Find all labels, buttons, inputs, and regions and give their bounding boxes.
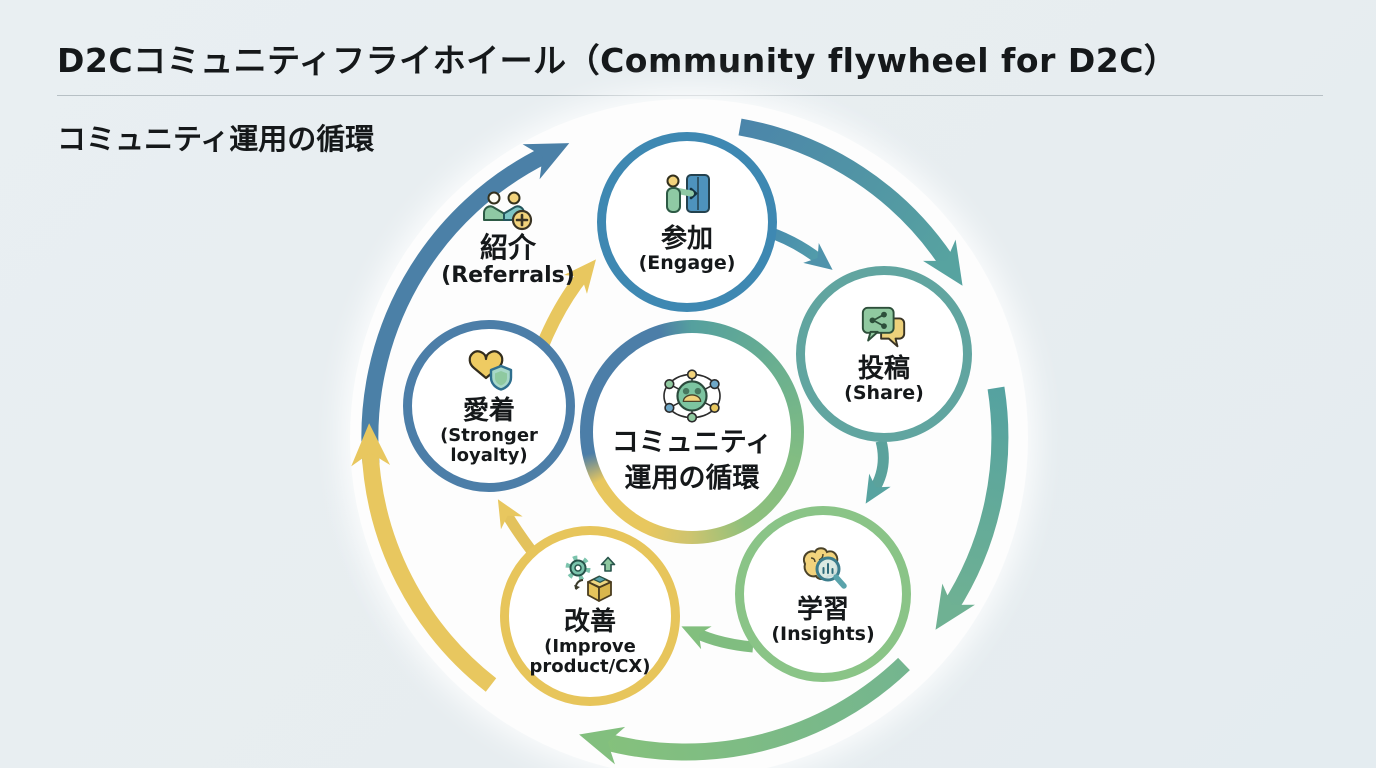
door-enter-icon [666, 173, 710, 213]
flywheel-center-ring: コミュニティ 運用の循環 [580, 320, 804, 544]
heart-shield-icon [468, 350, 513, 392]
node-improve: 改善 (Improve product/CX) [500, 526, 680, 706]
node-share-label-jp: 投稿 [857, 353, 910, 384]
diagram-subtitle: コミュニティ運用の循環 [57, 122, 375, 156]
node-share-label-en: (Share) [844, 382, 924, 405]
community-network-icon [663, 369, 721, 423]
node-loyalty-label-jp: 愛着 [462, 396, 515, 427]
node-engage-label-en: (Engage) [638, 252, 736, 275]
node-loyalty-label-en-line2: loyalty) [450, 444, 528, 466]
page-title: D2Cコミュニティフライホイール（Community flywheel for … [57, 41, 1178, 80]
flywheel-center: コミュニティ 運用の循環 [593, 333, 791, 531]
handshake-plus-icon [483, 191, 533, 231]
node-loyalty: 愛着 (Stronger loyalty) [403, 320, 575, 492]
node-engage: 参加 (Engage) [597, 132, 777, 312]
title-divider [57, 95, 1323, 96]
node-improve-label-jp: 改善 [563, 607, 616, 638]
node-improve-label-en-line2: product/CX) [529, 655, 651, 677]
node-share: 投稿 (Share) [796, 266, 972, 442]
center-label-line2: 運用の循環 [624, 463, 760, 494]
gear-box-icon [565, 555, 616, 603]
node-referrals-label-en: (Referrals) [441, 263, 575, 289]
share-bubbles-icon [861, 306, 906, 348]
brain-magnifier-icon [803, 546, 847, 589]
node-insights-label-en: (Insights) [771, 623, 875, 646]
node-improve-label-en-line1: (Improve [544, 635, 636, 657]
center-label-line1: コミュニティ [611, 427, 773, 459]
node-loyalty-label-en-line1: (Stronger [440, 424, 538, 446]
node-engage-label-jp: 参加 [660, 223, 713, 254]
node-insights: 学習 (Insights) [735, 506, 911, 682]
node-referrals: 紹介 (Referrals) [410, 190, 606, 287]
node-referrals-label-jp: 紹介 [479, 231, 536, 264]
node-insights-label-jp: 学習 [796, 594, 849, 625]
